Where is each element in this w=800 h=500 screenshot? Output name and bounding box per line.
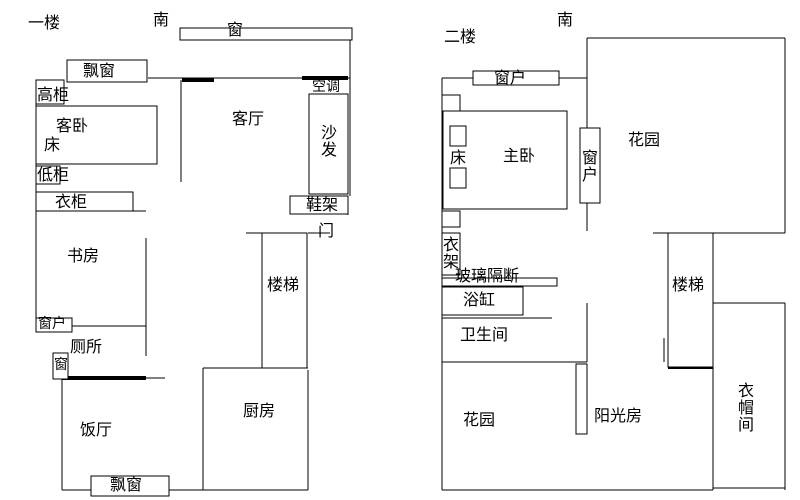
f2-stairs-label: 楼梯 (672, 275, 705, 294)
f1-bay-window-bottom-box (90, 475, 170, 497)
f1-shoe-rack-label: 鞋架 (306, 195, 339, 214)
f1-window-small-label: 窗 (54, 357, 68, 373)
f2-master-bed-box (442, 110, 568, 210)
floor2-fixtures (441, 70, 714, 435)
f1-window-small-box (52, 352, 69, 380)
f1-wardrobe-label: 衣柜 (55, 192, 88, 211)
f1-low-cabinet-box (35, 165, 61, 185)
f2-title: 二楼 (444, 27, 477, 46)
f2-pillow-bottom (449, 167, 467, 189)
f2-clothes-rack-box (441, 232, 461, 276)
floor1-fixtures (35, 27, 353, 497)
f1-study-label: 书房 (67, 246, 100, 265)
f1-guest-bed-box (35, 105, 158, 165)
f2-master-bedroom-label: 主卧 (503, 146, 536, 165)
f1-toilet-label: 厕所 (70, 337, 103, 356)
f2-garden-top-label: 花园 (628, 130, 661, 149)
f1-sofa-label: 沙发 (320, 123, 337, 159)
f2-window-vertical-label: 窗户 (581, 148, 598, 184)
f1-guest-bed-label: 床 (44, 135, 61, 154)
f1-window-top-label: 窗 (227, 20, 244, 39)
f2-bathtub-box (441, 286, 524, 316)
f2-bedside-top-box (441, 94, 461, 112)
f1-sofa-box (308, 93, 349, 195)
f1-kitchen-label: 厨房 (243, 401, 276, 420)
f1-bay-window-top-box (66, 59, 148, 83)
f1-door-label: 门 (318, 221, 335, 240)
f1-guest-bedroom-label: 客卧 (56, 116, 89, 135)
f2-window-top-label: 窗户 (494, 68, 527, 87)
f2-master-bed-label: 床 (450, 148, 467, 167)
f2-window-top-box (472, 70, 560, 86)
f1-tall-cabinet-label: 高柜 (37, 85, 70, 104)
f1-wardrobe-box (35, 191, 134, 212)
f1-dining-room-label: 饭厅 (80, 420, 113, 439)
f2-sunroom-label: 阳光房 (594, 406, 643, 425)
f1-window-top-box (179, 27, 353, 41)
f2-bathroom-label: 卫生间 (460, 325, 509, 344)
f2-stairs-box (667, 232, 714, 368)
f1-south-label: 南 (153, 10, 170, 29)
f2-glass-partition-box (441, 277, 558, 287)
f1-living-room-label: 客厅 (232, 109, 265, 128)
f2-window-vertical-box (579, 127, 601, 204)
f1-aircon-label: 空调 (312, 79, 340, 95)
f2-sunroom-partition (575, 363, 588, 435)
f2-clothes-rack-label: 衣架 (442, 235, 459, 271)
f2-glass-partition-label: 玻璃隔断 (455, 266, 520, 285)
f1-shoe-rack-box (289, 195, 349, 215)
f1-window-side-label: 窗户 (38, 316, 66, 332)
f1-tall-cabinet-box (35, 79, 65, 105)
f2-bathtub-label: 浴缸 (463, 290, 496, 309)
f2-south-label: 南 (557, 10, 574, 29)
f1-title: 一楼 (28, 13, 61, 32)
f1-stairs-box (261, 232, 308, 369)
f1-bay-window-top-label: 飘窗 (83, 61, 116, 80)
f1-window-side-box (35, 317, 73, 333)
f1-stairs-label: 楼梯 (267, 275, 300, 294)
f2-bedside-bottom-box (441, 210, 461, 228)
f2-garden-bottom-label: 花园 (463, 410, 496, 429)
f2-cloakroom-label: 衣帽间 (737, 381, 754, 434)
f1-low-cabinet-label: 低柜 (37, 165, 70, 184)
f1-bay-window-bottom-label: 飘窗 (110, 475, 143, 494)
f2-pillow-top (449, 125, 467, 147)
